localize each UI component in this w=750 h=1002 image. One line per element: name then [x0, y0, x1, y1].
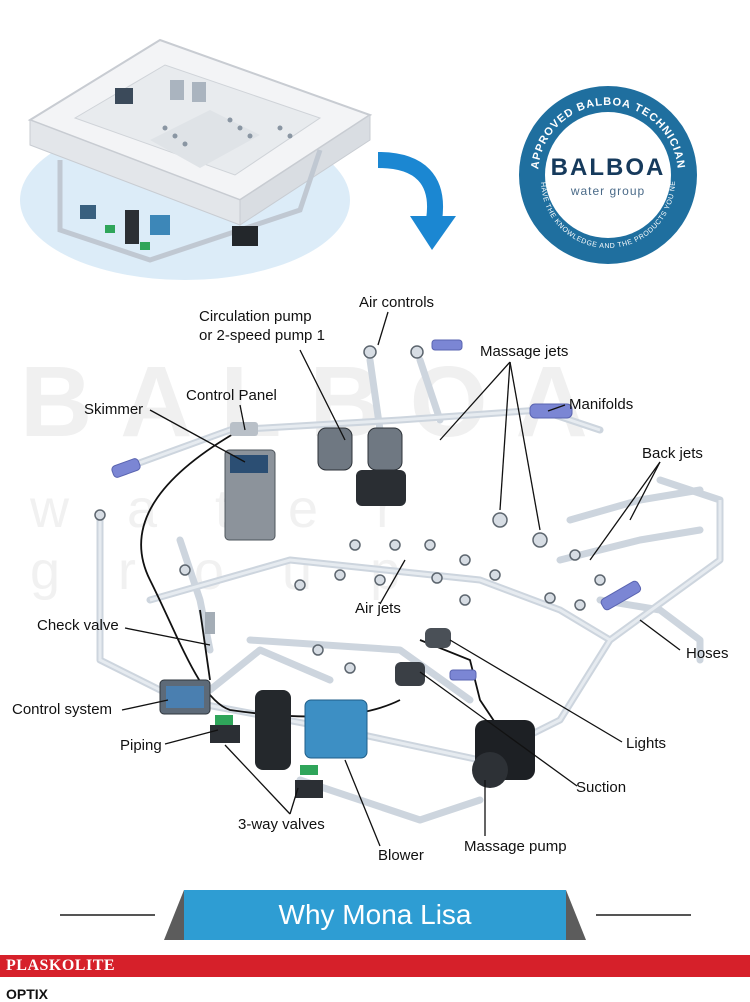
banner-title: Why Mona Lisa [184, 890, 566, 940]
label-blower: Blower [378, 847, 424, 864]
badge-inner: BALBOA water group [545, 112, 671, 238]
label-hoses: Hoses [686, 645, 729, 662]
badge-brand: BALBOA [550, 154, 666, 181]
label-air-controls: Air controls [359, 294, 435, 311]
curved-arrow-icon [377, 152, 456, 250]
label-circulation-pump: Circulation pump or 2-speed pump 1 [199, 308, 325, 344]
footer-brand-bar: PLASKOLITE [0, 955, 750, 977]
label-massage-pump: Massage pump [464, 838, 567, 855]
label-piping: Piping [120, 737, 162, 754]
balboa-approved-badge: APPROVED BALBOA TECHNICIAN WE HAVE THE K… [519, 86, 697, 264]
label-control-panel: Control Panel [186, 387, 277, 404]
label-check-valve: Check valve [37, 617, 119, 634]
plumbing-schematic [94, 311, 724, 847]
section-banner: Why Mona Lisa [0, 880, 750, 950]
footer-sub-brand: OPTIX [6, 986, 49, 1002]
banner-divider-right [596, 914, 691, 916]
label-suction: Suction [576, 779, 627, 796]
banner-fold-left [164, 890, 184, 940]
spa-tub-illustration [20, 38, 373, 280]
label-massage-jets: Massage jets [480, 343, 569, 360]
label-control-system: Control system [12, 701, 113, 718]
banner-fold-right [566, 890, 586, 940]
label-skimmer: Skimmer [84, 401, 144, 418]
label-lights: Lights [626, 735, 667, 752]
banner-divider-left [60, 914, 155, 916]
watermark-brand: BALBOA [20, 346, 616, 458]
label-3-way-valves: 3-way valves [238, 816, 325, 833]
label-back-jets: Back jets [642, 445, 703, 462]
footer-brand: PLASKOLITE [6, 957, 116, 974]
label-manifolds: Manifolds [569, 396, 634, 413]
label-air-jets: Air jets [355, 600, 401, 617]
badge-sub: water group [570, 184, 646, 198]
